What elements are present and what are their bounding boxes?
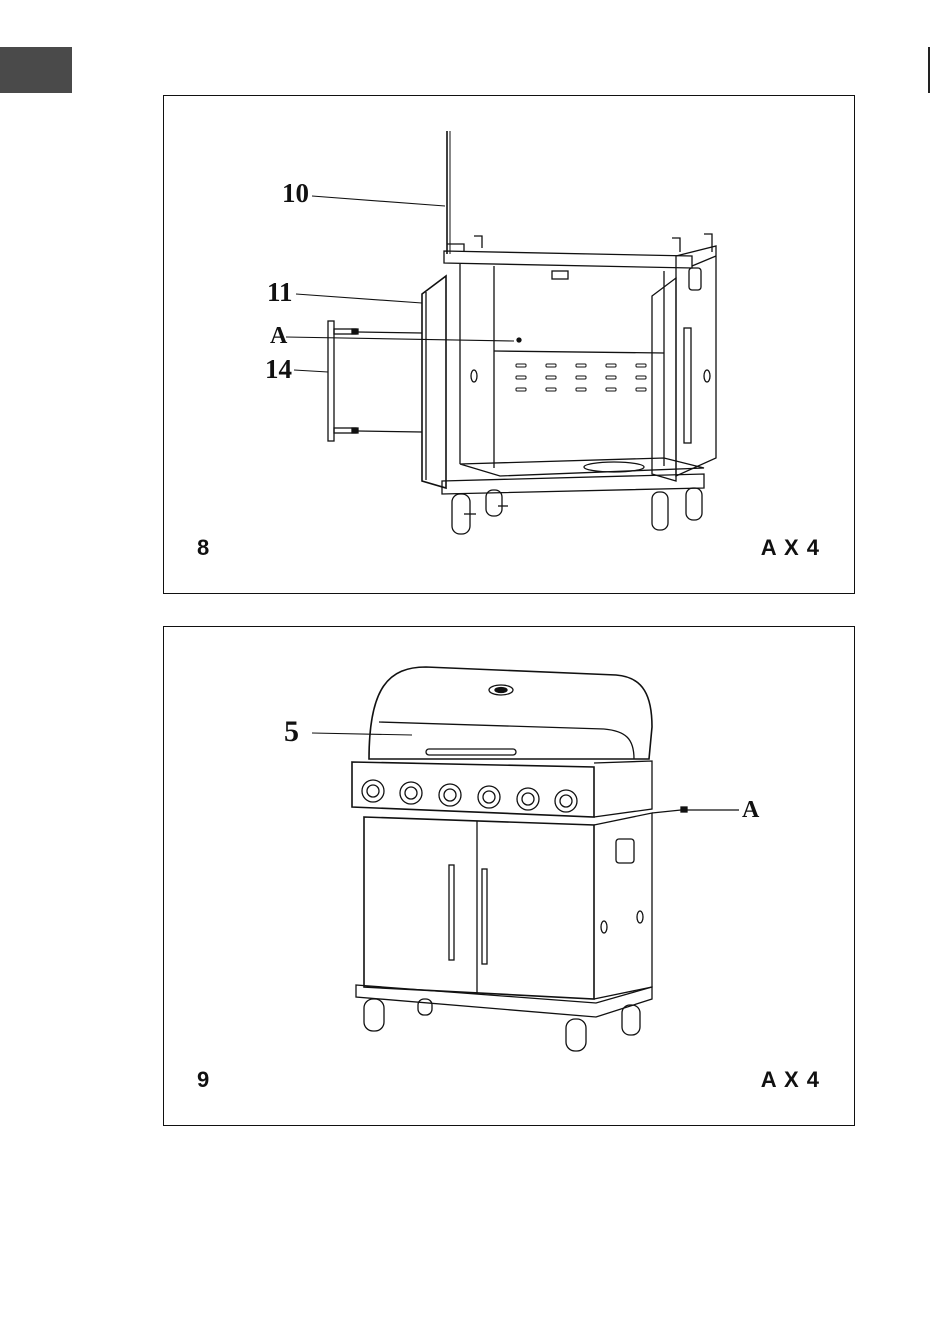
callout-14: 14: [265, 354, 292, 384]
control-panel: [352, 761, 652, 817]
caster-wheels: [452, 488, 702, 534]
door-handle-part: [328, 321, 356, 441]
callout-leaders: [286, 196, 514, 372]
callout-a: A: [270, 323, 288, 349]
screws-a: [352, 329, 521, 433]
step-9-panel: 5 A 9 A X 4: [163, 626, 855, 1126]
callout-11: 11: [267, 277, 293, 307]
step-number: 9: [197, 1067, 209, 1093]
language-tab: [0, 47, 72, 93]
page-edge-mark: [928, 47, 930, 93]
grill-lid-illustration: 5 A: [164, 627, 856, 1127]
cart-cabinet: [356, 813, 652, 1017]
grill-lid-part: [369, 667, 652, 759]
step-8-panel: 10 11 A 14 8 A X 4: [163, 95, 855, 594]
callout-a: A: [742, 797, 760, 823]
cart-frame: [442, 234, 716, 534]
callout-5: 5: [284, 715, 299, 748]
cart-door-handle-illustration: 10 11 A 14: [164, 96, 856, 595]
screws-a: [652, 807, 739, 813]
quantity-label: A X 4: [761, 535, 820, 561]
left-door-part: [422, 276, 477, 488]
callout-10: 10: [282, 178, 309, 208]
callout-leader-lid: [312, 733, 412, 735]
quantity-label: A X 4: [761, 1067, 820, 1093]
rod-part: [447, 131, 450, 254]
step-number: 8: [197, 535, 209, 561]
caster-wheels: [364, 999, 640, 1051]
